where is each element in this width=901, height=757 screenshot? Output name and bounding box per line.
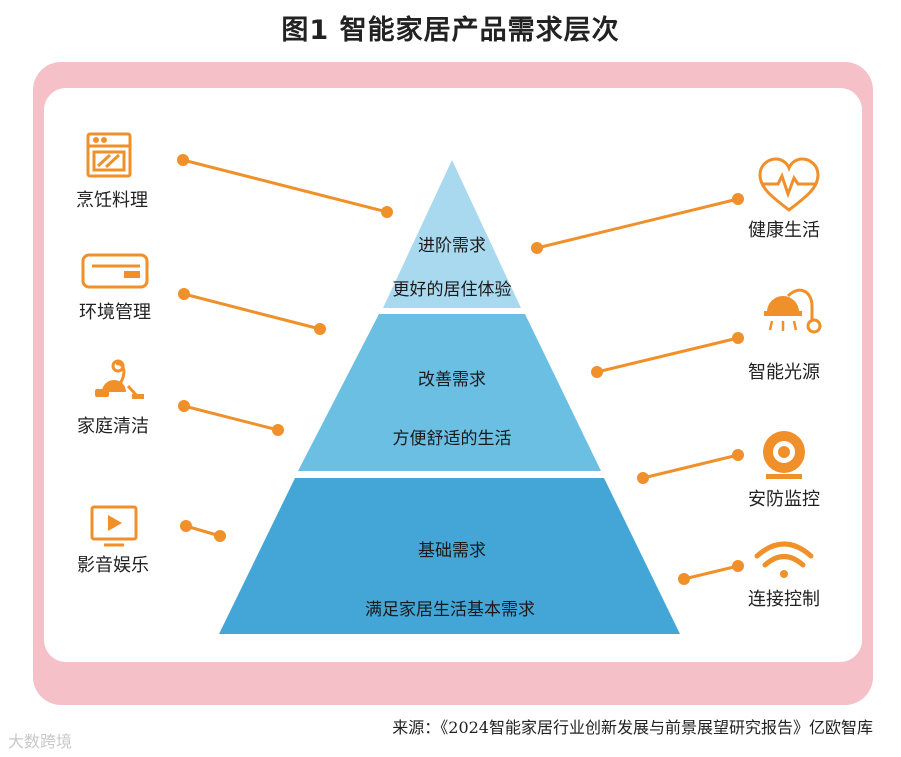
vacuum-cleaner-icon bbox=[95, 359, 144, 399]
heart-pulse-icon bbox=[758, 157, 820, 212]
tier-bottom-desc: 满足家居生活基本需求 bbox=[365, 600, 535, 620]
label-cooking: 烹饪料理 bbox=[76, 190, 148, 211]
tier-middle-title: 改善需求 bbox=[418, 370, 486, 390]
tier-top-desc: 更好的居住体验 bbox=[392, 280, 512, 300]
connector-dot bbox=[531, 242, 543, 254]
connector-dot bbox=[180, 520, 192, 532]
label-lighting: 智能光源 bbox=[748, 362, 820, 383]
connector-dot bbox=[272, 424, 284, 436]
tier-middle-desc: 方便舒适的生活 bbox=[392, 429, 512, 449]
connector-dot bbox=[732, 560, 744, 572]
air-conditioner-icon bbox=[81, 253, 149, 289]
label-security: 安防监控 bbox=[748, 489, 820, 510]
wifi-icon bbox=[754, 541, 814, 578]
camera-icon bbox=[763, 431, 805, 479]
label-cleaning: 家庭清洁 bbox=[77, 416, 149, 437]
connector-dot bbox=[637, 472, 649, 484]
connector-line-left-1 bbox=[182, 158, 388, 214]
connector-dot bbox=[732, 449, 744, 461]
connector-line-right-2 bbox=[596, 336, 739, 374]
tier-bottom-title: 基础需求 bbox=[418, 541, 486, 561]
connector-line-right-1 bbox=[536, 197, 739, 250]
connector-dot bbox=[214, 530, 226, 542]
connector-dot bbox=[178, 288, 190, 300]
lamp-icon bbox=[764, 288, 822, 334]
connector-line-right-3 bbox=[642, 453, 739, 480]
connector-line-left-3 bbox=[183, 404, 279, 432]
tv-icon bbox=[90, 505, 138, 547]
connector-dot bbox=[177, 154, 189, 166]
connector-dot bbox=[732, 193, 744, 205]
connector-dot bbox=[381, 206, 393, 218]
connector-dot bbox=[314, 323, 326, 335]
connector-line-right-4 bbox=[683, 564, 739, 581]
figure-title: 图1 智能家居产品需求层次 bbox=[281, 15, 620, 46]
source-note: 来源：《2024智能家居行业创新发展与前景展望研究报告》亿欧智库 bbox=[392, 718, 873, 737]
connector-line-left-2 bbox=[183, 292, 321, 331]
tier-top-title: 进阶需求 bbox=[418, 236, 486, 256]
oven-icon bbox=[86, 132, 132, 178]
pyramid-tier-top bbox=[383, 160, 521, 308]
label-environment: 环境管理 bbox=[79, 302, 151, 323]
connector-dot bbox=[178, 400, 190, 412]
connector-dot bbox=[678, 573, 690, 585]
label-health: 健康生活 bbox=[748, 220, 820, 241]
watermark: 大数跨境 bbox=[8, 732, 73, 751]
pyramid-tier-middle bbox=[298, 314, 601, 471]
connector-dot bbox=[732, 332, 744, 344]
label-connectivity: 连接控制 bbox=[748, 589, 820, 610]
connector-dot bbox=[591, 366, 603, 378]
label-entertainment: 影音娱乐 bbox=[77, 555, 149, 576]
pyramid-tier-bottom bbox=[219, 478, 680, 634]
